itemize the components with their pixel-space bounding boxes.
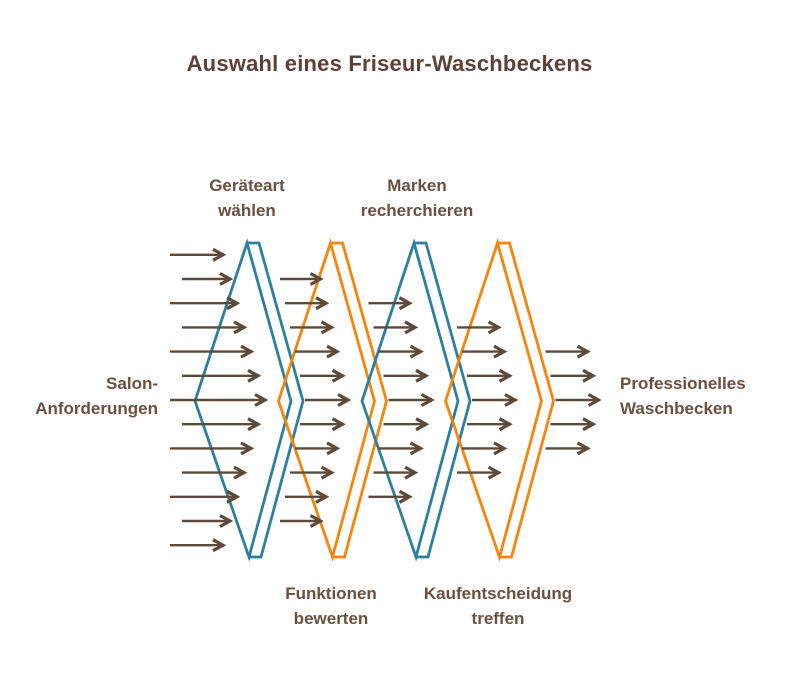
flow-arrow	[378, 441, 424, 456]
filter-diamond-4	[444, 238, 555, 562]
flow-arrow	[170, 538, 227, 553]
stage-label-kaufentscheidung-treffen: Kaufentscheidung treffen	[423, 584, 573, 628]
filter-diamond-3	[360, 238, 472, 562]
flow-arrow	[467, 417, 513, 432]
flow-arrow	[182, 417, 262, 432]
flow-arrow	[545, 441, 591, 456]
flow-arrow	[182, 272, 234, 286]
flow-arrow	[462, 344, 508, 359]
flow-arrow	[170, 344, 255, 359]
flow-arrow	[295, 441, 341, 456]
flow-arrow	[462, 441, 508, 456]
diagram-title: Auswahl eines Friseur-Waschbeckens	[186, 51, 593, 76]
flow-arrow	[550, 368, 597, 383]
flow-arrow	[472, 393, 519, 407]
stage-label-geraeteart-waehlen: Geräteart wählen	[209, 176, 285, 220]
flow-arrow	[170, 247, 227, 262]
flow-arrow	[300, 417, 346, 432]
flow-arrow	[295, 344, 341, 359]
flow-arrow	[383, 368, 430, 383]
flow-arrow	[285, 296, 330, 311]
flow-arrow	[368, 489, 413, 504]
flow-arrow	[170, 489, 241, 504]
flow-arrow	[182, 514, 234, 528]
flow-arrow	[170, 393, 269, 407]
arrow-column-0	[170, 247, 269, 553]
flow-arrow	[170, 296, 241, 311]
flow-arrow	[300, 368, 346, 383]
flow-arrow	[388, 393, 435, 407]
flow-arrow	[182, 368, 262, 383]
flow-arrow	[285, 489, 330, 504]
flow-arrow	[170, 441, 255, 456]
flow-arrow	[290, 320, 335, 335]
flow-arrow	[457, 465, 502, 480]
flow-arrow	[280, 514, 324, 528]
stage-label-funktionen-bewerten: Funktionen bewerten	[285, 584, 377, 628]
filter-diamond-1	[193, 238, 305, 562]
flow-arrow	[457, 320, 502, 335]
arrow-column-3	[457, 320, 519, 480]
flow-arrow	[550, 417, 597, 432]
flow-arrow	[182, 465, 248, 480]
stage-label-marken-recherchieren: Marken recherchieren	[360, 176, 474, 220]
flow-arrow	[555, 393, 602, 407]
flow-arrow	[373, 465, 419, 480]
filter-diamond-2	[277, 238, 388, 562]
flow-arrow	[373, 320, 419, 335]
flow-arrow	[368, 296, 413, 311]
flow-arrow	[290, 465, 335, 480]
arrow-column-4	[545, 344, 602, 456]
flow-arrow	[182, 320, 248, 335]
output-label-professionelles-waschbecken: Professionelles Waschbecken	[620, 374, 746, 418]
flow-arrow	[378, 344, 424, 359]
flow-arrow	[280, 272, 324, 286]
arrow-column-1	[280, 272, 352, 528]
flow-arrow	[545, 344, 591, 359]
arrow-column-2	[368, 296, 435, 504]
flow-arrow	[467, 368, 513, 383]
flow-arrow	[383, 417, 430, 432]
input-label-salon-anforderungen: Salon- Anforderungen	[35, 374, 158, 418]
flow-arrow	[305, 393, 352, 407]
